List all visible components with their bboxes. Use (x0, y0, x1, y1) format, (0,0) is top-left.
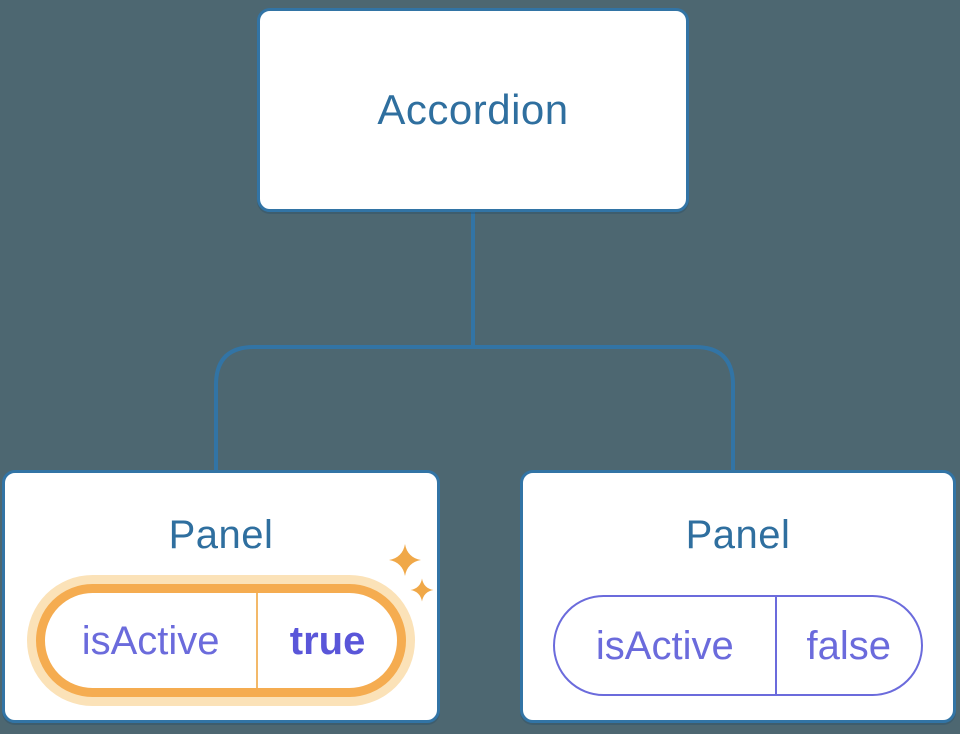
state-key-label: isActive (45, 593, 259, 688)
connector-branch (214, 345, 735, 472)
node-panel-inactive: Panel isActive false (520, 470, 956, 723)
node-accordion-label: Accordion (377, 86, 569, 133)
node-panel-active-label: Panel (168, 513, 274, 557)
node-accordion: Accordion (257, 8, 689, 212)
state-key-label: isActive (555, 597, 777, 694)
state-value-label: true (289, 618, 366, 663)
state-pill-active: isActive true (36, 584, 406, 697)
node-panel-inactive-label: Panel (685, 513, 791, 557)
state-pill-inactive: isActive false (553, 595, 923, 696)
node-panel-active: Panel isActive true (2, 470, 440, 723)
state-value-label: false (806, 623, 892, 668)
